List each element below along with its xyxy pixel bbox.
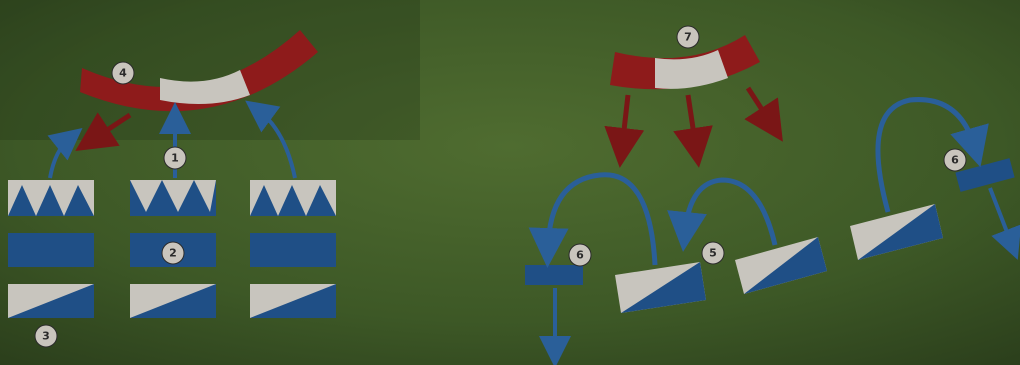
marker-3-label: 3 — [42, 330, 50, 343]
marker-1: 1 — [164, 147, 186, 169]
marker-6b: 6 — [944, 149, 966, 171]
marker-6a: 6 — [569, 244, 591, 266]
triangle-panel-2 — [130, 180, 216, 216]
blue-block-3 — [250, 233, 336, 267]
triangle-panel-1 — [8, 180, 94, 216]
marker-2: 2 — [162, 242, 184, 264]
marker-5: 5 — [702, 242, 724, 264]
marker-2-label: 2 — [169, 247, 177, 260]
triangle-panel-3 — [250, 180, 336, 216]
background-dark-top-left — [0, 0, 420, 140]
marker-3: 3 — [35, 325, 57, 347]
blue-block-1 — [8, 233, 94, 267]
diagonal-panel-3 — [250, 284, 336, 318]
marker-5-label: 5 — [709, 247, 717, 260]
marker-6b-label: 6 — [951, 154, 959, 167]
marker-7-label: 7 — [684, 31, 692, 44]
diagonal-panel-2 — [130, 284, 216, 318]
marker-7: 7 — [677, 26, 699, 48]
marker-1-label: 1 — [171, 152, 179, 165]
diagonal-panel-1 — [8, 284, 94, 318]
marker-4-label: 4 — [119, 67, 127, 80]
marker-6a-label: 6 — [576, 249, 584, 262]
marker-4: 4 — [112, 62, 134, 84]
small-blue-block-1 — [525, 265, 583, 285]
